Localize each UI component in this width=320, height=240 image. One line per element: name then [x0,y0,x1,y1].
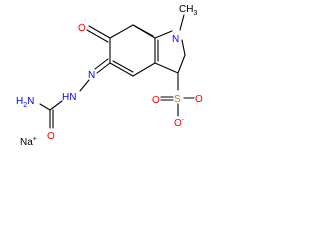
hydrazone-n-label: N [88,70,95,81]
bond [154,62,179,74]
sodium-counter-ion-label: Na+ [20,136,37,148]
hydrazone-nh-label: HN [62,92,76,103]
carbamoyl-group [39,100,63,129]
bond [109,24,134,39]
amide-nh2-label: H2N [16,96,34,109]
molecule-drawing: O N CH3 N HN H2N [16,4,203,148]
bond [88,25,111,39]
pyrroline-ring [154,30,186,74]
n-methyl-bond [179,14,185,31]
bond [94,58,109,70]
bond [86,29,109,43]
cyclohexadienone-ring [109,24,159,77]
structure-diagram: O N CH3 N HN H2N [0,0,235,160]
bond [109,62,134,77]
amide-oxygen-label: O [47,131,55,142]
bond [132,62,156,77]
hydrazone-group [79,58,111,92]
sulfur-label: S [174,94,181,105]
bond [39,103,51,111]
sulfonate-group [160,72,195,117]
sulfonate-oxygen-right-label: O [195,94,203,105]
n-methyl-label: CH3 [179,4,197,17]
bond [177,54,186,74]
bond [181,39,186,56]
bond [49,100,63,111]
bond [154,30,173,39]
bond [96,62,111,74]
ketone-group [86,25,111,43]
bond [112,60,134,73]
sulfonate-oxygen-left-label: O [152,95,160,106]
bond [79,79,90,92]
bond [132,24,154,37]
ring-nitrogen-label: N [172,34,179,45]
sulfonate-oxygen-bottom-label: O- [174,117,185,129]
ketone-oxygen-label: O [78,23,86,34]
